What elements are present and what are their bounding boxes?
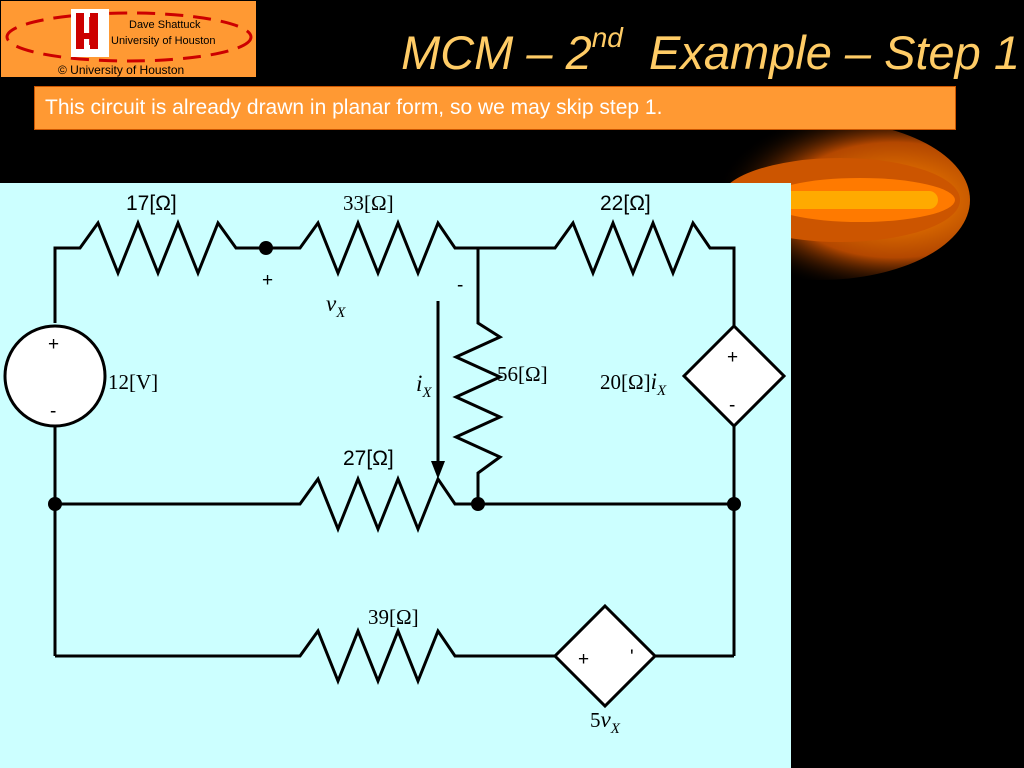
logo-box: Dave Shattuck University of Houston © Un… xyxy=(1,1,256,77)
wire-bottom xyxy=(55,626,555,686)
label-source-12v: 12[V] xyxy=(108,370,158,394)
dep-5vx-minus: ' xyxy=(630,647,634,668)
label-ix: iX xyxy=(416,371,432,401)
label-r22: 22[Ω] xyxy=(600,192,651,215)
node-dot-center xyxy=(471,497,485,511)
copyright-text: © University of Houston xyxy=(58,63,185,77)
node-dot-left xyxy=(48,497,62,511)
title-superscript: nd xyxy=(591,22,623,53)
label-r27: 27[Ω] xyxy=(343,447,394,470)
circuit-diagram: 17[Ω] 33[Ω] 22[Ω] 56[Ω] 27[Ω] 39[Ω] 12[V… xyxy=(0,183,791,768)
logo-author-name: Dave Shattuck xyxy=(129,19,201,31)
source-12v-plus: + xyxy=(48,334,59,355)
circuit-background xyxy=(0,183,791,768)
wire-top xyxy=(53,218,736,326)
dependent-source-20ix xyxy=(681,323,787,429)
dep-20ix-plus: + xyxy=(727,347,738,368)
wire-middle xyxy=(55,474,734,534)
label-r33: 33[Ω] xyxy=(343,191,394,215)
node-dot-right xyxy=(727,497,741,511)
label-r56: 56[Ω] xyxy=(497,362,548,386)
ix-arrow-head xyxy=(431,461,445,479)
label-vx: vX xyxy=(326,291,346,321)
voltage-source-12v xyxy=(3,324,107,428)
dependent-source-5vx xyxy=(552,603,658,709)
source-12v-minus: - xyxy=(50,401,56,422)
label-dependent-20ix: 20[Ω]iX xyxy=(600,369,667,399)
vx-plus: + xyxy=(262,270,273,291)
label-r17: 17[Ω] xyxy=(126,192,177,215)
dep-5vx-plus: + xyxy=(578,649,589,670)
label-dependent-5vx: 5vX xyxy=(590,707,621,737)
label-r39: 39[Ω] xyxy=(368,605,419,629)
vx-minus: - xyxy=(457,275,463,296)
note-bar: This circuit is already drawn in planar … xyxy=(34,86,956,130)
university-logo xyxy=(5,9,253,63)
slide-title: MCM – 2nd Example – Step 1 xyxy=(300,22,1020,80)
logo-university-name: University of Houston xyxy=(111,35,216,47)
resistor-56-branch xyxy=(452,248,504,504)
node-dot-top xyxy=(259,241,273,255)
title-main: MCM – 2 xyxy=(401,26,592,79)
dep-20ix-minus: - xyxy=(729,395,735,416)
title-rest: Example – Step 1 xyxy=(622,26,1020,79)
